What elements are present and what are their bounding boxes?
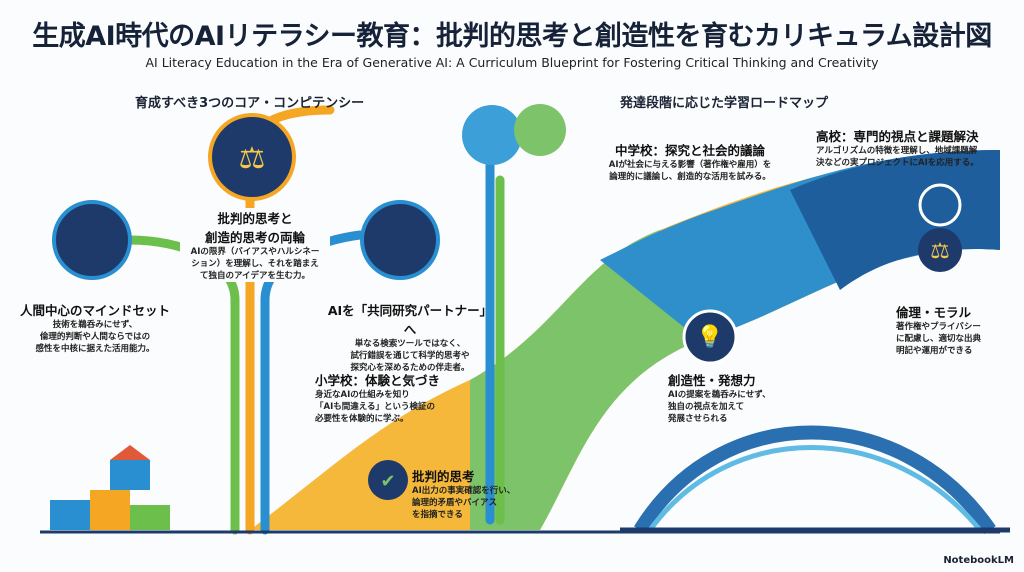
palette-icon (360, 200, 440, 280)
competencies-heading: 育成すべき3つのコア・コンピテンシー (135, 96, 365, 111)
stage-elementary: 小学校：体験と気づき 身近なAIの仕組みを知り 「AIも間違える」という検証の … (315, 373, 441, 424)
scales-icon (208, 113, 296, 201)
checkmark-icon (368, 460, 408, 500)
bridge-icon (620, 425, 1010, 534)
page-subtitle: AI Literacy Education in the Era of Gene… (145, 55, 879, 70)
skill-creativity: 創造性・発想力 AIの提案を鵜呑みにせず、 独自の視点を加えて 発展させられる (668, 373, 771, 424)
competency-critical-creative: 批判的思考と 創造的思考の両輪 AIの限界（バイアスやハルシネー ション）を理解… (180, 208, 330, 282)
skill-ethics: 倫理・モラル 著作権やプライバシー に配慮し、適切な出典 明記や運用ができる (896, 305, 982, 356)
svg-text:⚖: ⚖ (930, 239, 950, 264)
page-title: 生成AI時代のAIリテラシー教育：批判的思考と創造性を育むカリキュラム設計図 (32, 21, 992, 52)
brain-icon (462, 105, 522, 165)
svg-text:💡: 💡 (696, 324, 723, 350)
lightbulb-icon (514, 104, 566, 156)
stage-junior-high: 中学校：探究と社会的議論 AIが社会に与える影響（著作権や雇用）を 論理的に議論… (608, 143, 772, 182)
competency-partner: AIを「共同研究パートナー」へ 単なる検索ツールではなく、 試行錯誤を通じて科学… (327, 303, 493, 373)
scales-ethics-icon (918, 228, 962, 272)
svg-text:✔: ✔ (380, 471, 395, 492)
stage-high-school: 高校：専門的視点と課題解決 アルゴリズムの特徴を理解し、地域課題解 決などの実プ… (816, 129, 979, 168)
globe-icon (918, 183, 962, 227)
svg-text:⚖: ⚖ (239, 141, 266, 176)
toy-blocks-icon (50, 445, 170, 530)
skill-critical-thinking: 批判的思考 AI出力の事実確認を行い、 論理的矛盾やバイアス を指摘できる (412, 469, 516, 520)
notebooklm-brand: NotebookLM (943, 555, 1014, 566)
idea-icon (682, 309, 738, 365)
competency-mindset: 人間中心のマインドセット 技術を鵜呑みにせず、 倫理的判断や人間ならではの 感性… (19, 303, 170, 354)
mindset-icon (52, 200, 132, 280)
roadmap-heading: 発達段階に応じた学習ロードマップ (620, 96, 829, 111)
